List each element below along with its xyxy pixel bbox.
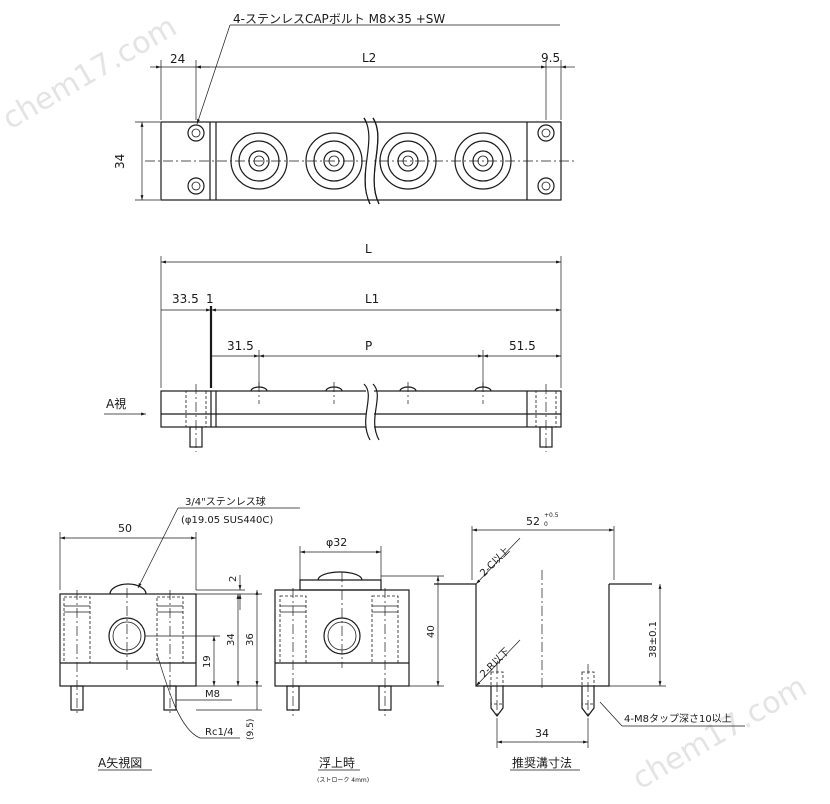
float-ball-icon [317, 571, 363, 581]
chamfer-note: 2-C以上 [478, 545, 513, 580]
ball-note-leader [137, 507, 179, 589]
front-body-outline [160, 390, 562, 428]
ball-unit-icon-4 [454, 132, 512, 190]
caption-float: 浮上時 [319, 756, 355, 770]
ball-note-2: (φ19.05 SUS440C) [181, 515, 273, 526]
dim-9-5: 9.5 [541, 51, 560, 65]
dim-31-5: 31.5 [227, 339, 254, 353]
dim-40: 40 [426, 625, 437, 638]
dim-36: 36 [245, 633, 256, 646]
bolt-note-leader [196, 24, 231, 125]
dim-9-5-a: (9.5) [246, 719, 256, 740]
ball-unit-icon-3 [379, 132, 437, 190]
thread-m8: M8 [205, 689, 220, 700]
groove-profile [475, 584, 610, 687]
bolt-icon-2 [187, 177, 205, 195]
dim-52: 52 [526, 515, 540, 528]
dim-33-5: 33.5 [172, 292, 199, 306]
dim-38: 38±0.1 [648, 621, 659, 658]
dim-34-top: 34 [113, 154, 127, 169]
dim-34-a: 34 [226, 633, 237, 646]
dim-P: P [365, 339, 372, 353]
dim-19: 19 [202, 655, 213, 668]
ball-top-icon [109, 583, 147, 595]
dim-51-5: 51.5 [509, 339, 536, 353]
ball-note-1: 3/4"ステンレス球 [185, 495, 266, 508]
front-view: L L1 33.5 1 31.5 P 51.5 [104, 242, 562, 452]
dim-50: 50 [118, 522, 132, 535]
tap-icon-right [581, 686, 595, 717]
tol-upper: +0.5 [544, 512, 559, 519]
dim-24: 24 [170, 52, 185, 66]
tap-note: 4-M8タップ深さ10以上 [624, 713, 732, 725]
caption-groove: 推奨溝寸法 [512, 756, 572, 770]
dim-phi32: φ32 [326, 536, 347, 549]
bolt-icon-1 [187, 124, 205, 142]
tol-lower: 0 [544, 521, 548, 528]
arrow-label-a: A視 [106, 396, 126, 411]
float-sub-caption: (ストローク 4mm) [317, 777, 369, 784]
front-break-mark-right [372, 383, 380, 441]
front-break-mark-left [363, 383, 371, 441]
top-view: 4-ステンレスCAPボルト M8×35 +SW 24 L2 9.5 34 [113, 12, 575, 205]
ball-unit-icon-2 [305, 132, 363, 190]
dim-2: 2 [228, 576, 239, 582]
tap-icon-left [490, 686, 504, 717]
front-bolt-right [535, 384, 557, 452]
bolt-icon-3 [537, 124, 555, 142]
float-view: φ32 40 浮上時 (ストローク 4mm) [274, 536, 444, 784]
dim-1: 1 [206, 292, 214, 306]
rc-leader [156, 653, 240, 739]
dim-L1: L1 [365, 292, 379, 306]
dim-L2: L2 [362, 51, 376, 65]
bolt-note: 4-ステンレスCAPボルト M8×35 +SW [233, 12, 445, 26]
a-view: 3/4"ステンレス球 (φ19.05 SUS440C) 50 2 [59, 495, 300, 771]
port-rc: Rc1/4 [205, 727, 234, 738]
dim-34-groove: 34 [535, 727, 549, 740]
a-view-body [59, 593, 197, 687]
caption-a-view: A矢視図 [98, 755, 142, 770]
watermark-top-left: chem17.com [0, 9, 183, 137]
bolt-icon-4 [537, 177, 555, 195]
ball-unit-icon-1 [230, 132, 288, 190]
dim-L: L [365, 242, 372, 256]
radius-note: 2-R以下 [478, 646, 512, 680]
front-bolt-left [185, 384, 207, 452]
watermark-bottom-right: chem17.com [627, 669, 813, 797]
